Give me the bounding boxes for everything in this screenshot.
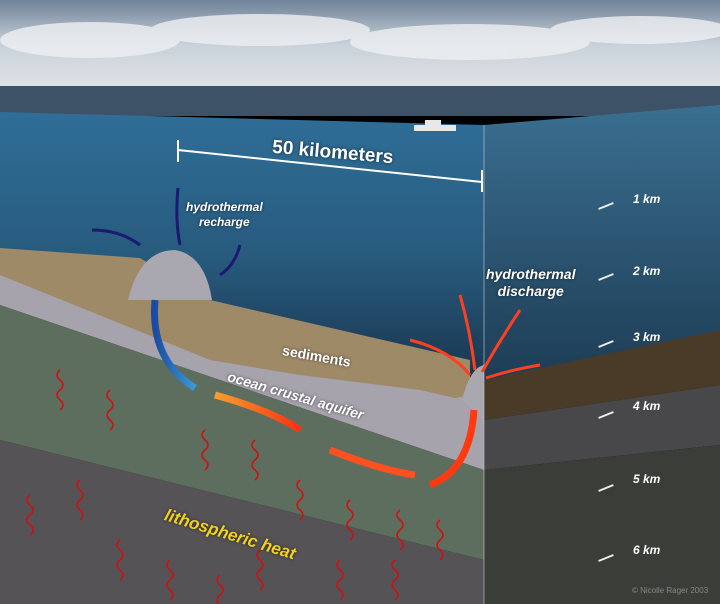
heat-squiggle	[436, 519, 444, 561]
heat-squiggle	[26, 494, 34, 536]
heat-squiggle	[56, 369, 64, 411]
water-front	[0, 112, 484, 395]
depth-4km: 4 km	[633, 399, 661, 413]
heat-squiggle	[391, 559, 399, 601]
recharge-flow-arrow	[151, 299, 197, 391]
side-crust	[484, 385, 720, 470]
discharge-label: hydrothermal discharge	[486, 266, 575, 300]
heat-squiggle	[256, 549, 264, 591]
depth-6km: 6 km	[633, 543, 661, 557]
green-layer	[0, 305, 484, 560]
credit: © Nicolle Rager 2003	[632, 586, 709, 595]
heat-squiggle	[201, 429, 209, 471]
clouds	[0, 14, 720, 60]
depth-2km: 2 km	[633, 264, 661, 278]
heat-squiggle	[396, 509, 404, 551]
aquifer-flow-arrow	[214, 391, 302, 433]
heat-squiggle	[166, 559, 174, 601]
heat-squiggle	[216, 574, 224, 604]
depth-5km: 5 km	[633, 472, 661, 486]
depth-1km: 1 km	[633, 192, 661, 206]
discharge-label-line1: hydrothermal	[486, 266, 576, 282]
recharge-label-line2: recharge	[198, 215, 250, 229]
recharge-arrows	[91, 187, 242, 277]
ship-icon	[414, 120, 456, 131]
heat-squiggle	[336, 559, 344, 601]
depth-3km: 3 km	[633, 330, 661, 344]
heat-squiggle	[346, 499, 354, 541]
discharge-seamount	[462, 365, 484, 420]
sediment-layer	[0, 248, 470, 398]
heat-squiggle	[296, 479, 304, 521]
side-deep	[484, 445, 720, 604]
heated-flow-arrow	[328, 446, 416, 479]
heat-squiggle	[106, 389, 114, 431]
discharge-label-line2: discharge	[497, 283, 564, 299]
crust-dark-layer	[0, 440, 484, 604]
heat-squiggle	[251, 439, 259, 481]
water-side	[484, 105, 720, 395]
discharge-arrows	[409, 294, 541, 380]
heat-squiggle	[116, 539, 124, 581]
sea-surface	[0, 86, 720, 116]
scale-bar	[177, 140, 483, 192]
recharge-label-line1: hydrothermal	[186, 200, 263, 214]
recharge-label: hydrothermal recharge	[186, 200, 263, 230]
recharge-seamount	[128, 250, 212, 300]
discharge-rising-arrow	[428, 409, 478, 489]
heat-squiggle	[76, 479, 84, 521]
side-sediment	[484, 330, 720, 420]
heat-squiggles	[26, 369, 444, 604]
